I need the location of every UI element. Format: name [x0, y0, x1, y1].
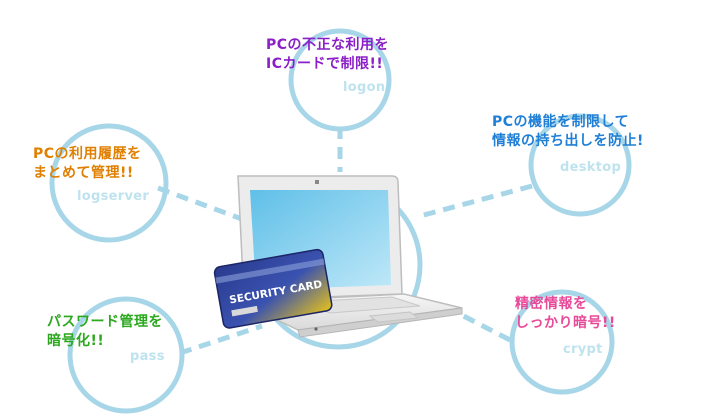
- ring-desktop: [528, 113, 632, 217]
- connector-desktop: [419, 183, 533, 219]
- node-label-desktop: desktop: [560, 160, 622, 175]
- connector-pass: [179, 323, 263, 356]
- caption-logon: PCの不正な利用を ICカードで制限!!: [266, 36, 389, 74]
- caption-desktop: PCの機能を制限して 情報の持ち出しを防止!: [492, 113, 644, 151]
- ring-logon: [288, 28, 392, 132]
- caption-pass-line-1: パスワード管理を: [47, 314, 163, 330]
- caption-desktop-line-1: PCの機能を制限して: [492, 114, 630, 130]
- caption-pass-line-2: 暗号化!!: [47, 333, 105, 349]
- connectors: [157, 127, 533, 356]
- caption-desktop-line-2: 情報の持ち出しを防止!: [492, 133, 644, 149]
- node-label-logserver: logserver: [77, 189, 150, 204]
- caption-crypt-line-1: 精密情報を: [515, 296, 588, 312]
- ring-logserver: [49, 123, 169, 243]
- ring-pass: [67, 296, 185, 414]
- caption-pass: パスワード管理を 暗号化!!: [47, 313, 163, 351]
- node-label-logon: logon: [343, 80, 386, 95]
- caption-crypt: 精密情報を しっかり暗号!!: [515, 295, 616, 333]
- laptop-illustration: [237, 175, 463, 338]
- caption-logon-line-2: ICカードで制限!!: [266, 56, 384, 72]
- caption-crypt-line-2: しっかり暗号!!: [515, 315, 616, 331]
- caption-logon-line-1: PCの不正な利用を: [266, 37, 390, 53]
- caption-logserver-line-1: PCの利用履歴を: [33, 146, 142, 162]
- caption-logserver-line-2: まとめて管理!!: [33, 165, 134, 181]
- security-card: SECURITY CARD: [213, 248, 333, 329]
- connector-logserver: [157, 185, 251, 225]
- caption-logserver: PCの利用履歴を まとめて管理!!: [33, 145, 142, 183]
- ring-crypt: [509, 289, 615, 395]
- node-label-crypt: crypt: [563, 342, 603, 357]
- node-label-pass: pass: [130, 349, 165, 364]
- connector-crypt: [446, 305, 512, 343]
